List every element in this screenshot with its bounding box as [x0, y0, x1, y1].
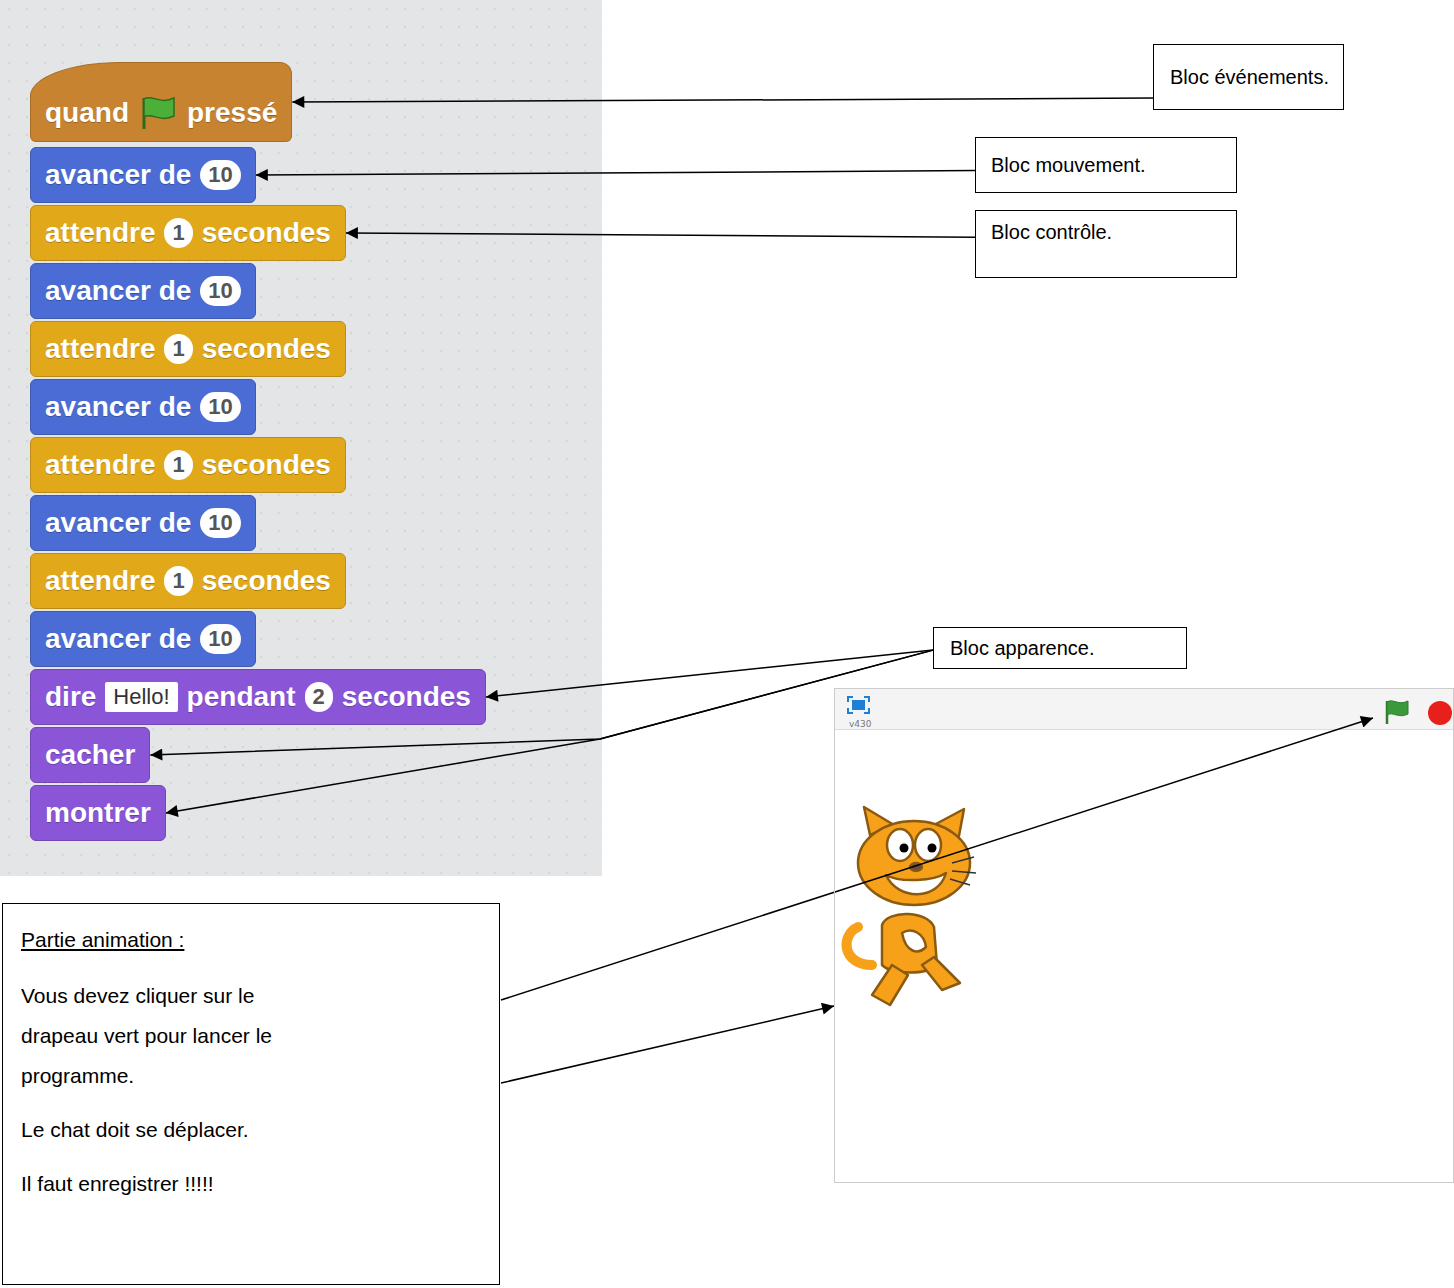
callout-label: Bloc événements. [1170, 66, 1329, 89]
callout-box: Bloc apparence. [933, 627, 1187, 669]
callout-label: Bloc apparence. [950, 637, 1172, 660]
block-label: avancer de [45, 623, 191, 655]
looks-block: dire Hello! pendant 2 secondes [30, 669, 486, 725]
block-label: avancer de [45, 275, 191, 307]
motion-block: avancer de 10 [30, 611, 256, 667]
control-block: attendre 1 secondes [30, 321, 346, 377]
callout-label: Bloc mouvement. [991, 154, 1222, 177]
motion-block: avancer de 10 [30, 495, 256, 551]
block-label: attendre [45, 565, 155, 597]
green-flag [1387, 701, 1408, 724]
script-area-dots [0, 0, 602, 876]
fullscreen-icon [848, 697, 869, 713]
block-label: pendant [187, 681, 296, 713]
block-label: pressé [187, 97, 277, 129]
note-box: Partie animation : Vous devez cliquer sur… [2, 903, 500, 1285]
block-label: cacher [45, 739, 135, 771]
callout-box: Bloc événements. [1153, 44, 1344, 110]
block-label: avancer de [45, 507, 191, 539]
callout-arrow [150, 650, 933, 755]
number-input: 1 [164, 218, 192, 248]
number-input: 10 [200, 508, 240, 538]
control-block: attendre 1 secondes [30, 553, 346, 609]
number-input: 1 [164, 334, 192, 364]
looks-block: montrer [30, 785, 166, 841]
stage-panel: v430 [834, 688, 1454, 1183]
scratch-cat [846, 807, 976, 1005]
block-label: secondes [202, 333, 331, 365]
number-input: 1 [164, 450, 192, 480]
note-heading: Partie animation : [21, 920, 483, 960]
control-block: attendre 1 secondes [30, 437, 346, 493]
leader-line [501, 718, 1373, 1000]
stage-bar-line [835, 729, 1454, 730]
number-input: 2 [305, 682, 333, 712]
note-text: Le chat doit se déplacer. [21, 1110, 483, 1150]
stage-ground [835, 689, 1454, 1183]
block-label: attendre [45, 217, 155, 249]
number-input: 1 [164, 566, 192, 596]
block-label: secondes [342, 681, 471, 713]
callout-box: Bloc mouvement. [975, 137, 1237, 193]
block-label: avancer de [45, 391, 191, 423]
note-text: Il faut enregistrer !!!!! [21, 1164, 483, 1204]
stop-button [1428, 701, 1452, 725]
looks-block: cacher [30, 727, 150, 783]
callout-label: Bloc contrôle. [991, 221, 1222, 244]
number-input: 10 [200, 392, 240, 422]
block-label: secondes [202, 565, 331, 597]
motion-block: avancer de 10 [30, 379, 256, 435]
block-label: attendre [45, 333, 155, 365]
callout-arrow [292, 98, 1153, 102]
callout-arrow [486, 650, 933, 697]
callout-arrow [346, 233, 975, 237]
script-area [0, 0, 602, 876]
control-block: attendre 1 secondes [30, 205, 346, 261]
block-label: secondes [202, 217, 331, 249]
stage-panel [835, 689, 1454, 1183]
block-label: avancer de [45, 159, 191, 191]
block-label: quand [45, 97, 129, 129]
motion-block: avancer de 10 [30, 263, 256, 319]
block-label: attendre [45, 449, 155, 481]
leader-line [501, 1006, 834, 1083]
block-label: dire [45, 681, 96, 713]
note-text: Vous devez cliquer sur le drapeau vert p… [21, 976, 321, 1096]
text-input: Hello! [105, 682, 177, 712]
version-label: v430 [849, 719, 1453, 729]
callout-arrow [256, 171, 975, 175]
callout-box: Bloc contrôle. [975, 210, 1237, 278]
number-input: 10 [200, 624, 240, 654]
green-flag-icon [138, 95, 178, 131]
number-input: 10 [200, 276, 240, 306]
block-label: secondes [202, 449, 331, 481]
event-hat-block: quand pressé [30, 62, 292, 142]
motion-block: avancer de 10 [30, 147, 256, 203]
number-input: 10 [200, 160, 240, 190]
block-label: montrer [45, 797, 151, 829]
stage-bar [835, 689, 1454, 729]
